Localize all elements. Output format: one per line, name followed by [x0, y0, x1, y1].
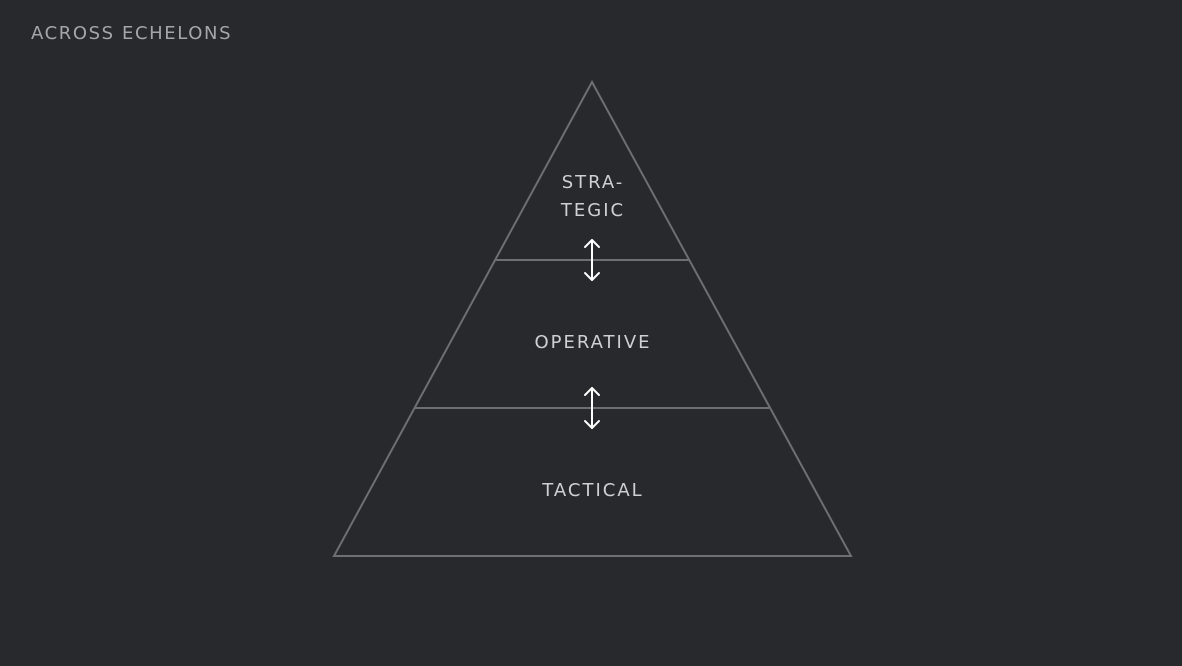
tier-strategic-label-line1: STRA-: [562, 172, 625, 193]
tier-operative-label: OPERATIVE: [534, 332, 651, 353]
pyramid-outline: [332, 79, 853, 557]
tier-tactical-label: TACTICAL: [541, 480, 643, 501]
double-arrow-vertical-icon: [584, 239, 600, 281]
tier-strategic-label-line2: TEGIC: [560, 200, 625, 221]
page-title: ACROSS ECHELONS: [31, 23, 233, 44]
double-arrow-vertical-icon: [584, 387, 600, 429]
tier-strategic: STRA- TEGIC: [560, 172, 625, 221]
